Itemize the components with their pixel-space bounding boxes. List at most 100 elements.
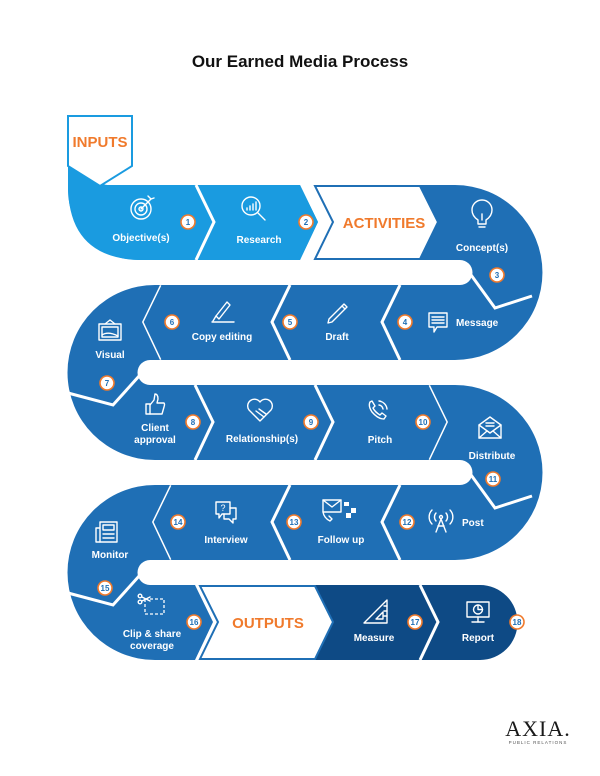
svg-text:2: 2 xyxy=(304,218,309,227)
lightbulb-icon xyxy=(471,199,493,228)
step-11: Distribute 11 xyxy=(469,416,516,487)
svg-text:14: 14 xyxy=(174,518,183,527)
step-14: ? Interview 14 xyxy=(170,501,248,546)
step-16: Clip & share coverage 16 xyxy=(123,593,202,652)
step-17-label: Measure xyxy=(354,633,395,644)
step-3-badge: 3 xyxy=(489,267,505,283)
step-14-label: Interview xyxy=(204,535,248,546)
activities-banner xyxy=(313,185,440,260)
handshake-heart-icon xyxy=(247,398,273,422)
step-5: Draft 5 xyxy=(282,303,349,343)
svg-text:15: 15 xyxy=(101,584,110,593)
activities-label: ACTIVITIES xyxy=(343,215,426,232)
step-15-badge: 15 xyxy=(97,580,113,596)
step-12-badge: 12 xyxy=(399,514,415,530)
chat-message-icon xyxy=(428,312,448,333)
step-8-badge: 8 xyxy=(185,414,201,430)
svg-text:10: 10 xyxy=(419,418,428,427)
axia-logo: AXIA. PUBLIC RELATIONS xyxy=(498,716,578,746)
step-7: Visual 7 xyxy=(95,319,125,391)
activities-band-row-4 xyxy=(152,485,400,560)
svg-text:6: 6 xyxy=(170,318,175,327)
step-9-label: Relationship(s) xyxy=(226,434,298,445)
step-15-label: Monitor xyxy=(92,550,129,561)
target-icon xyxy=(130,195,155,220)
pen-nib-icon xyxy=(211,301,235,323)
activities-band-right-1 xyxy=(382,185,543,360)
step-9: Relationship(s) 9 xyxy=(226,398,319,445)
svg-text:12: 12 xyxy=(403,518,412,527)
monitor-pie-chart-icon xyxy=(466,601,490,623)
svg-text:4: 4 xyxy=(403,318,408,327)
step-10-label: Pitch xyxy=(368,435,392,446)
step-18-badge: 18 xyxy=(509,614,525,630)
step-4: Message 4 xyxy=(397,312,499,333)
page-title: Our Earned Media Process xyxy=(191,52,409,71)
step-16-label-line1: Clip & share xyxy=(123,629,182,640)
svg-text:17: 17 xyxy=(411,618,420,627)
step-17: Measure 17 xyxy=(354,599,423,644)
newspaper-icon xyxy=(95,521,118,543)
envelope-open-icon xyxy=(478,416,502,439)
step-7-label: Visual xyxy=(95,350,124,361)
logo-tagline: PUBLIC RELATIONS xyxy=(508,740,568,745)
scissors-clip-icon xyxy=(137,593,165,615)
svg-text:?: ? xyxy=(220,503,225,513)
svg-text:7: 7 xyxy=(105,379,110,388)
step-4-label: Message xyxy=(456,318,499,329)
step-8: Client approval 8 xyxy=(134,393,201,446)
step-4-badge: 4 xyxy=(397,314,413,330)
step-13-label: Follow up xyxy=(318,535,365,546)
step-11-badge: 11 xyxy=(485,471,501,487)
step-16-label-line2: coverage xyxy=(130,641,174,652)
logo-name: AXIA. xyxy=(505,716,571,741)
step-14-badge: 14 xyxy=(170,514,186,530)
step-12-label: Post xyxy=(462,518,484,529)
step-15: Monitor 15 xyxy=(92,521,129,596)
step-3: Concept(s) 3 xyxy=(456,199,508,283)
activities-band-right-2 xyxy=(382,385,543,560)
step-1: Objective(s) 1 xyxy=(112,195,196,244)
step-18: Report 18 xyxy=(462,601,525,644)
step-2: Research 2 xyxy=(236,196,314,246)
step-10: Pitch 10 xyxy=(368,400,431,446)
activities-band-left-2 xyxy=(67,485,213,660)
svg-text:3: 3 xyxy=(495,271,500,280)
step-1-badge: 1 xyxy=(180,214,196,230)
activities-band-left-1 xyxy=(67,285,213,460)
inputs-banner xyxy=(67,115,133,188)
svg-text:1: 1 xyxy=(186,218,191,227)
outputs-banner xyxy=(198,585,335,660)
step-12: Post 12 xyxy=(399,509,484,533)
step-8-label-line2: approval xyxy=(134,435,176,446)
step-2-badge: 2 xyxy=(298,214,314,230)
step-5-label: Draft xyxy=(325,332,349,343)
svg-text:8: 8 xyxy=(191,418,196,427)
step-5-badge: 5 xyxy=(282,314,298,330)
thumbs-up-icon xyxy=(145,393,166,415)
pencil-icon xyxy=(327,303,348,324)
step-3-label: Concept(s) xyxy=(456,243,508,254)
step-11-label: Distribute xyxy=(469,451,516,462)
svg-text:18: 18 xyxy=(513,618,522,627)
step-8-label-line1: Client xyxy=(141,423,169,434)
question-chat-icon: ? xyxy=(215,501,237,524)
magnifier-chart-icon xyxy=(241,196,266,221)
phone-icon xyxy=(368,400,388,420)
inputs-label: INPUTS xyxy=(72,134,127,151)
svg-text:16: 16 xyxy=(190,618,199,627)
step-7-badge: 7 xyxy=(99,375,115,391)
broadcast-tower-icon xyxy=(428,509,454,533)
step-13-badge: 13 xyxy=(286,514,302,530)
row-1: INPUTS Objective(s) 1 xyxy=(67,115,318,261)
svg-text:13: 13 xyxy=(290,518,299,527)
email-phone-social-icon xyxy=(322,499,356,522)
step-13: Follow up 13 xyxy=(286,499,365,546)
step-17-badge: 17 xyxy=(407,614,423,630)
svg-text:11: 11 xyxy=(489,475,498,484)
step-9-badge: 9 xyxy=(303,414,319,430)
step-6-label: Copy editing xyxy=(192,332,253,343)
step-1-label: Objective(s) xyxy=(112,233,169,244)
svg-text:5: 5 xyxy=(288,318,293,327)
